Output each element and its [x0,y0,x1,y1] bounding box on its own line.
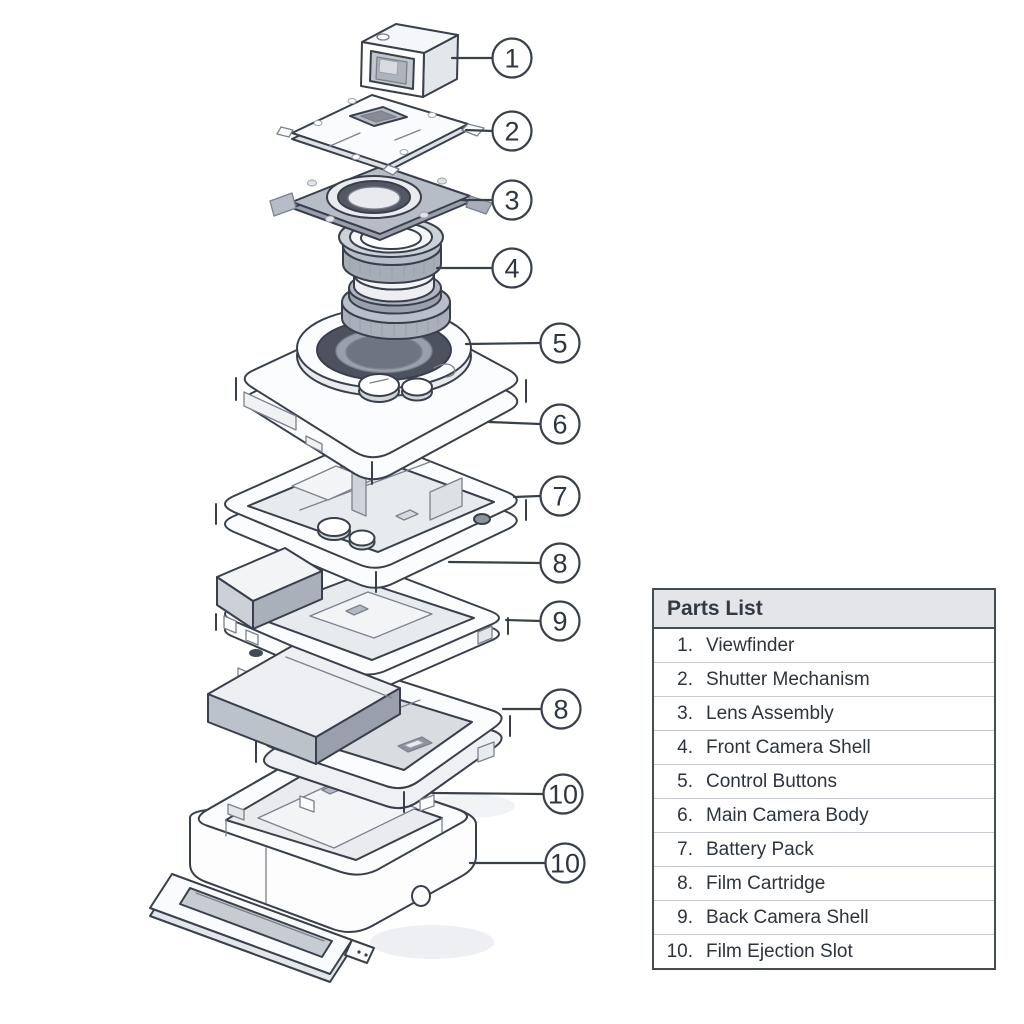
callout-leader-line [487,420,542,426]
part-label: Control Buttons [706,770,837,792]
callout-number: 10 [548,780,578,810]
part-label: Film Cartridge [706,872,826,894]
callout-number: 7 [552,482,567,512]
callouts: 1 2 3 4 5 6 7 [430,37,586,884]
callout-circle [539,403,581,445]
callout-10: 10 [430,773,584,815]
battery-pack-part [216,547,323,646]
part-number: 4. [677,736,693,758]
part-number: 7. [677,838,693,860]
part-number: 10. [666,940,693,962]
viewfinder-part [360,23,459,98]
callout-8b: 8 [501,688,582,730]
parts-list-row: 6. Main Camera Body [654,798,994,832]
part-number: 5. [677,770,693,792]
parts-list-body: 1. Viewfinder 2. Shutter Mechanism 3. Le… [654,629,994,968]
knurl-ticks-upper [349,256,435,279]
knurl-ticks-lower [349,312,439,338]
part-label: Film Ejection Slot [706,940,853,962]
part-label: Lens Assembly [706,702,834,724]
callout-circle [491,110,533,152]
callout-circle [491,37,533,79]
callout-circle [539,475,581,517]
part-number: 6. [677,804,693,826]
parts-list-row: 4. Front Camera Shell [654,730,994,764]
parts-list-row: 5. Control Buttons [654,764,994,798]
callout-number: 10 [550,849,580,879]
callout-leader-line [512,494,542,499]
callout-circle [540,688,582,730]
callout-circle [491,179,533,221]
part-label: Shutter Mechanism [706,668,870,690]
callout-3: 3 [459,179,533,221]
film-cartridge-part [207,645,401,765]
callout-number: 8 [552,549,567,579]
callout-5: 5 [464,322,581,364]
parts-list-row: 10. Film Ejection Slot [654,934,994,968]
callout-4: 4 [435,247,533,289]
callout-leader-line [430,791,545,796]
callout-number: 2 [504,117,519,147]
callout-8: 8 [447,542,581,584]
lens-assembly-part [338,216,451,340]
part-label: Battery Pack [706,838,814,860]
parts-list-row: 8. Film Cartridge [654,866,994,900]
callout-circle [539,600,581,642]
callout-leader-line [504,618,543,623]
callout-number: 3 [504,186,519,216]
part-label: Viewfinder [706,634,795,656]
callout-6: 6 [487,403,581,445]
parts-list-title: Parts List [654,590,994,629]
callout-circle [491,247,533,289]
parts-list-table: Parts List 1. Viewfinder 2. Shutter Mech… [652,588,996,970]
part-number: 9. [677,906,693,928]
callout-circle [539,322,581,364]
callout-number: 4 [504,254,519,284]
part-label: Back Camera Shell [706,906,869,928]
callout-leader-line [464,341,542,346]
callout-number: 9 [552,607,567,637]
callout-leader-line [464,128,494,133]
part-label: Front Camera Shell [706,736,871,758]
film-ejection-slot-part [149,873,375,983]
shutter-screw-holes [313,98,437,160]
callout-number: 5 [552,329,567,359]
part-label: Main Camera Body [706,804,869,826]
parts-list-row: 2. Shutter Mechanism [654,662,994,696]
callout-2: 2 [464,110,533,152]
part-number: 8. [677,872,693,894]
part-number: 2. [677,668,693,690]
parts-list-row: 7. Battery Pack [654,832,994,866]
callout-circle [544,842,586,884]
shutter-mechanism-part [276,94,485,176]
callout-number: 6 [552,410,567,440]
part-number: 3. [677,702,693,724]
callout-circle [539,542,581,584]
callout-10b: 10 [468,842,586,884]
parts-list-row: 3. Lens Assembly [654,696,994,730]
parts-list-row: 9. Back Camera Shell [654,900,994,934]
callout-number: 1 [504,44,519,74]
callout-7: 7 [512,475,581,517]
part-number: 1. [677,634,693,656]
callout-1: 1 [450,37,533,79]
callout-circle [542,773,584,815]
callout-number: 8 [553,695,568,725]
callout-leader-line [447,560,542,565]
lens-mount-plate-part [269,165,493,241]
callout-9: 9 [504,600,581,642]
mount-screw-holes [307,177,447,223]
parts-list-row: 1. Viewfinder [654,629,994,662]
